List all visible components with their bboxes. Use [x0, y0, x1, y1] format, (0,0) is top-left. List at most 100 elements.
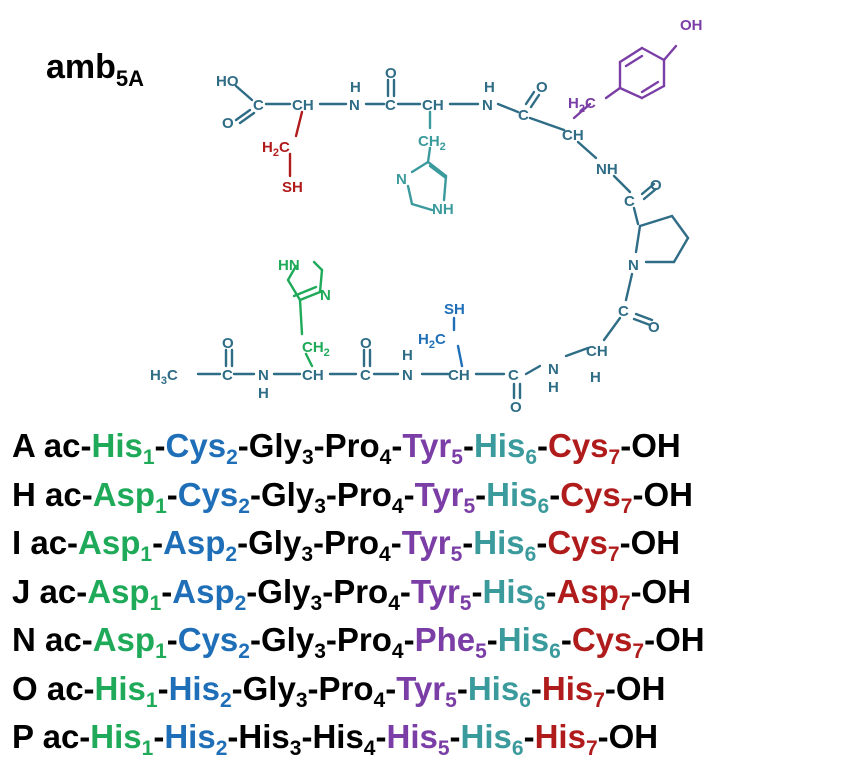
residue-separator: -: [462, 427, 474, 464]
residue: His6: [482, 573, 545, 614]
residue-name: Gly: [248, 427, 302, 464]
residue-number: 1: [140, 543, 153, 566]
residue-name: Phe: [414, 621, 476, 658]
residue-separator: -: [403, 621, 415, 658]
sequence-prefix: ac-: [46, 669, 95, 707]
label-n6: N: [402, 367, 413, 384]
residue-name: His: [460, 718, 512, 755]
residue-name: Asp: [92, 621, 156, 658]
residue-name: Cys: [548, 427, 609, 464]
residue-separator: -: [325, 621, 337, 658]
residue: Pro4: [324, 524, 391, 565]
residue-name: Tyr: [396, 669, 446, 707]
residue-separator: -: [325, 475, 337, 513]
sequence-suffix: -OH: [619, 524, 681, 561]
sequence-suffix: -OH: [597, 718, 659, 755]
residue: His6: [460, 718, 524, 759]
residue-separator: -: [301, 718, 313, 755]
residue-separator: -: [549, 475, 561, 513]
label-c1: C: [253, 97, 264, 114]
label-ho: HO: [216, 73, 239, 90]
residue-separator: -: [152, 524, 164, 561]
residue: His4: [312, 718, 375, 759]
label-c6: C: [508, 367, 519, 384]
residue: Gly3: [257, 573, 322, 614]
residue: Pro4: [337, 621, 404, 662]
sequence-id: H: [12, 475, 36, 513]
label-c5: C: [618, 303, 629, 320]
residue-name: Pro: [324, 427, 380, 464]
residue-name: Pro: [336, 475, 392, 513]
sequence-prefix: ac-: [45, 621, 93, 658]
residue-number: 5: [437, 737, 450, 760]
residue-separator: -: [249, 475, 261, 513]
sequence-id: P: [12, 718, 34, 755]
figure-title: amb5A: [46, 50, 144, 90]
residue-number: 3: [295, 688, 308, 712]
label-o5: O: [648, 319, 660, 336]
residue-number: 6: [537, 494, 550, 518]
residue-name: Tyr: [414, 475, 464, 513]
sequence-suffix: -OH: [630, 572, 692, 610]
residue-separator: -: [390, 524, 402, 561]
residue: Tyr5: [396, 669, 457, 711]
label-ch2-teal: CH2: [418, 133, 446, 153]
label-o7: O: [360, 335, 372, 352]
residue: Pro4: [324, 427, 392, 468]
label-c2: C: [385, 97, 396, 114]
residue: His6: [498, 621, 561, 662]
residue-separator: -: [523, 718, 535, 755]
residue: Gly3: [261, 476, 326, 517]
label-nh-teal: NH: [432, 201, 454, 218]
label-hn-green: HN: [278, 257, 300, 274]
sequence-row: J ac-Asp1-Asp2-Gly3-Pro4-Tyr5-His6-Asp7-…: [12, 568, 852, 617]
residue: His2: [164, 718, 227, 759]
residue-separator: -: [227, 718, 239, 755]
residue: His1: [91, 427, 154, 468]
label-h2c-red: H2C: [262, 139, 290, 159]
residue-number: 5: [463, 494, 476, 518]
residue-number: 2: [238, 494, 250, 518]
residue-number: 4: [379, 543, 391, 566]
residue: Cys2: [177, 475, 250, 517]
peptide-structure-diagram: OH HO C O CH N H C O CH H N O C H2C SH C…: [150, 17, 703, 416]
residue: Cys7: [547, 524, 619, 565]
residue: His5: [386, 718, 449, 759]
residue-number: 3: [301, 446, 314, 469]
residue-separator: -: [486, 621, 498, 658]
sequence-id: A: [12, 427, 35, 464]
residue-separator: -: [307, 669, 319, 707]
label-ch5: CH: [586, 343, 608, 360]
label-o2: O: [385, 65, 397, 82]
residue-separator: -: [375, 718, 387, 755]
label-c4: C: [624, 193, 635, 210]
label-ch2: CH: [422, 97, 444, 114]
residue-separator: -: [231, 669, 243, 707]
residue-name: His: [386, 718, 438, 755]
residue-number: 4: [388, 591, 400, 615]
label-ch2-green: CH2: [302, 339, 330, 359]
residue-name: His: [168, 669, 220, 707]
residue-separator: -: [249, 621, 261, 658]
residue-name: His: [541, 669, 594, 707]
sequence-list: A ac-His1-Cys2-Gly3-Pro4-Tyr5-His6-Cys7-…: [12, 422, 852, 762]
residue-name: Tyr: [402, 427, 452, 464]
sequence-id: N: [12, 621, 36, 658]
residue: Cys7: [560, 476, 632, 517]
residue-name: Cys: [177, 475, 239, 513]
residue-number: 1: [155, 494, 167, 518]
sequence-row: I ac-Asp1-Asp2-Gly3-Pro4-Tyr5-His6-Cys7-…: [12, 519, 852, 568]
residue-name: His: [467, 669, 520, 707]
residue: Tyr5: [411, 573, 472, 614]
residue: Pro4: [319, 670, 386, 711]
residue-name: Asp: [163, 524, 226, 561]
residue-number: 1: [155, 640, 167, 663]
residue-number: 6: [533, 591, 546, 615]
label-h1: H: [350, 79, 361, 96]
residue-name: Gly: [248, 524, 302, 561]
residue-name: His: [90, 718, 142, 755]
residue: Tyr5: [402, 524, 463, 565]
residue-name: Asp: [87, 572, 150, 610]
residue-number: 3: [310, 591, 323, 615]
residue-name: Gly: [242, 669, 296, 707]
